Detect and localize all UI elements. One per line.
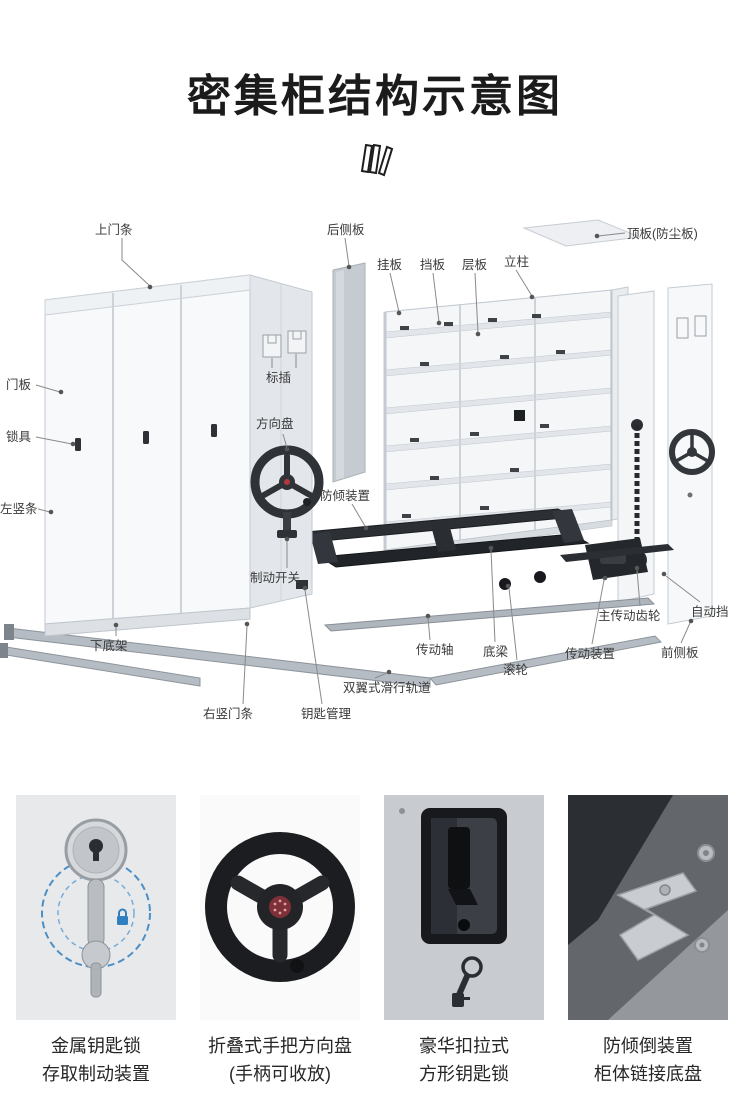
feature-card-anti-tip: 防倾倒装置 柜体链接底盘: [568, 795, 728, 1089]
feature-caption-line1: 折叠式手把方向盘: [208, 1036, 352, 1056]
feature-caption-line1: 防倾倒装置: [603, 1036, 693, 1056]
label-door-panel: 门板: [6, 378, 32, 392]
label-left-vertical-strip: 左竖条: [0, 502, 38, 516]
feature-caption-line1: 金属钥匙锁: [51, 1036, 141, 1056]
label-rear-side-panel: 后侧板: [327, 223, 365, 237]
label-auto-stop: 自动挡: [691, 605, 729, 619]
label-front-side-panel: 前侧板: [661, 646, 699, 660]
anti-tip-bracket-photo: [568, 795, 728, 1020]
label-right-door-strip: 右竖门条: [203, 707, 254, 721]
feature-caption-line2: (手柄可收放): [229, 1063, 331, 1084]
label-main-gear: 主传动齿轮: [598, 609, 661, 623]
label-sliding-track: 双翼式滑行轨道: [343, 681, 431, 695]
label-hanging-board: 挂板: [377, 258, 403, 272]
books-icon: [354, 136, 396, 183]
feature-card-metal-lock: 金属钥匙锁 存取制动装置: [16, 795, 176, 1089]
structure-diagram: 上门条 后侧板 挂板 挡板 层板 立柱 顶板(防尘板) 门板 锁具 左竖条 标插…: [0, 200, 750, 792]
label-brake-switch: 制动开关: [250, 571, 301, 585]
metal-key-lock-photo: [16, 795, 176, 1020]
label-tag-insert: 标插: [266, 371, 292, 385]
label-top-door-strip: 上门条: [95, 223, 133, 237]
label-baffle-board: 挡板: [420, 258, 446, 272]
feature-grid: 金属钥匙锁 存取制动装置: [0, 795, 750, 1089]
label-top-dust-board: 顶板(防尘板): [627, 227, 698, 241]
label-column: 立柱: [504, 255, 530, 269]
label-transmission: 传动装置: [565, 647, 616, 661]
label-key-management: 钥匙管理: [301, 707, 352, 721]
label-drive-shaft: 传动轴: [416, 643, 454, 657]
page-title: 密集柜结构示意图: [187, 72, 563, 121]
steering-wheel-photo: [200, 795, 360, 1020]
feature-caption-line2: 方形钥匙锁: [419, 1063, 509, 1084]
label-bottom-frame: 下底架: [90, 639, 128, 653]
feature-caption-line2: 存取制动装置: [42, 1063, 150, 1084]
feature-card-square-lock: 豪华扣拉式 方形钥匙锁: [384, 795, 544, 1089]
label-roller: 滚轮: [503, 663, 529, 677]
feature-caption-line2: 柜体链接底盘: [594, 1063, 702, 1084]
square-key-lock-photo: [384, 795, 544, 1020]
label-bottom-beam: 底梁: [483, 645, 509, 659]
label-steering-wheel: 方向盘: [256, 417, 294, 431]
label-anti-tilt-device: 防倾装置: [320, 489, 371, 503]
feature-caption-line1: 豪华扣拉式: [419, 1036, 509, 1056]
label-lock: 锁具: [6, 430, 32, 444]
cabinet-illustration: [0, 219, 715, 705]
label-shelf-board: 层板: [462, 258, 488, 272]
feature-card-steering-wheel: 折叠式手把方向盘 (手柄可收放): [200, 795, 360, 1089]
